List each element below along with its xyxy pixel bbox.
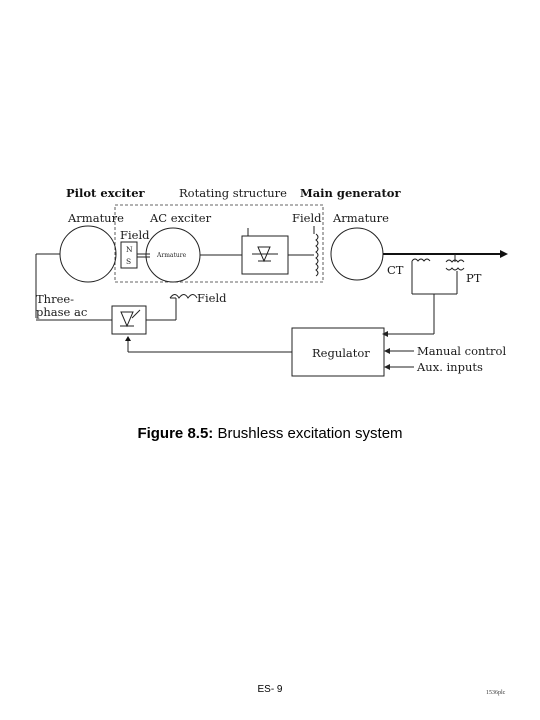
aux-inputs-label: Aux. inputs bbox=[416, 360, 483, 374]
three-phase-label-2: phase ac bbox=[36, 305, 87, 319]
three-phase-label-1: Three- bbox=[36, 292, 74, 306]
rotating-structure-label: Rotating structure bbox=[179, 186, 287, 200]
rotating-rectifier-box bbox=[241, 235, 289, 275]
document-code: 1536plc bbox=[486, 690, 506, 696]
magnet-s: S bbox=[126, 257, 131, 266]
figure-caption-text: Brushless excitation system bbox=[217, 425, 403, 442]
pilot-exciter-label: Pilot exciter bbox=[66, 186, 146, 200]
field-magnet-label: Field bbox=[120, 228, 150, 242]
field-top-label: Field bbox=[292, 211, 322, 225]
rotating-structure-boundary bbox=[114, 204, 324, 283]
manual-control-label: Manual control bbox=[417, 344, 506, 358]
thyristor-icon bbox=[120, 311, 134, 328]
ac-exciter-armature-label: Armature bbox=[156, 252, 187, 259]
main-generator-armature-circle bbox=[330, 227, 384, 281]
pilot-exciter-armature-circle bbox=[59, 225, 117, 283]
figure-caption-label: Figure 8.5: bbox=[137, 425, 214, 442]
regulator-label: Regulator bbox=[312, 346, 370, 360]
gate-signal-arrow bbox=[125, 336, 131, 341]
ct-label: CT bbox=[387, 263, 404, 277]
permanent-magnet bbox=[120, 241, 138, 269]
magnet-n: N bbox=[126, 245, 133, 254]
field-bottom-label: Field bbox=[197, 291, 227, 305]
exciter-field-winding-icon bbox=[169, 294, 198, 299]
current-transformer-icon bbox=[411, 258, 431, 262]
pilot-armature-label: Armature bbox=[67, 211, 124, 225]
page-number: ES- 9 bbox=[257, 684, 283, 695]
main-armature-label: Armature bbox=[332, 211, 389, 225]
output-arrow-icon bbox=[500, 250, 508, 258]
main-field-winding-icon bbox=[315, 233, 319, 277]
ac-exciter-label: AC exciter bbox=[149, 211, 212, 225]
main-generator-label: Main generator bbox=[300, 186, 401, 200]
figure-caption: Figure 8.5: Brushless excitation system bbox=[0, 425, 540, 442]
thyristor-bridge-box bbox=[111, 305, 147, 335]
pt-label: PT bbox=[466, 271, 482, 285]
